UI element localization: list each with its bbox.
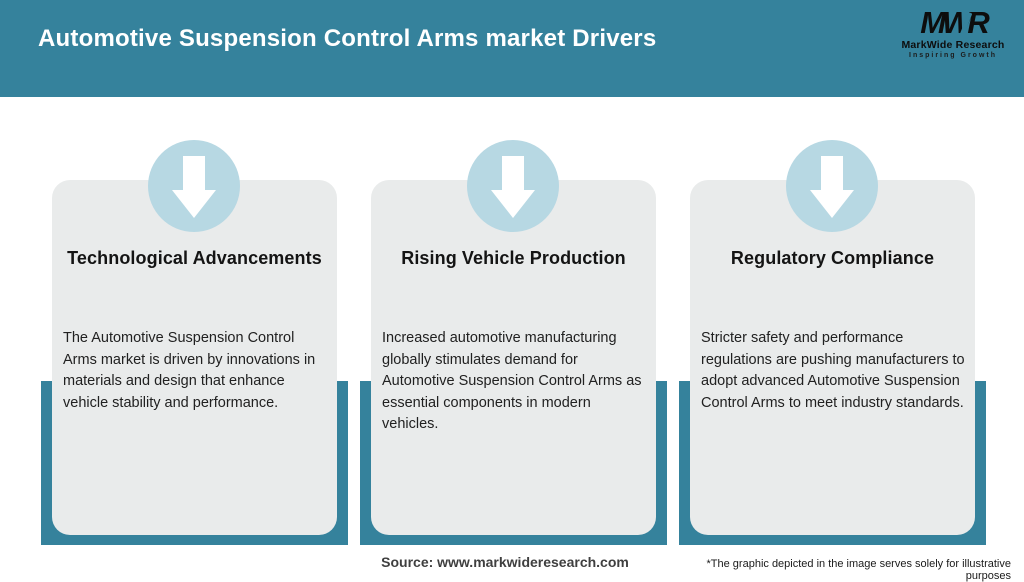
disclaimer-text: *The graphic depicted in the image serve… <box>706 558 1011 582</box>
logo-monogram-text: MWR <box>920 5 990 40</box>
driver-card: Technological Advancements The Automotiv… <box>52 180 337 535</box>
card-icon-circle <box>148 140 240 232</box>
markwide-research-logo: MWR MarkWide Research Inspiring Growth <box>898 5 1008 59</box>
logo-company-name: MarkWide Research <box>901 39 1005 51</box>
card-body-text: The Automotive Suspension Control Arms m… <box>63 330 316 411</box>
arrow-head <box>491 190 535 218</box>
arrow-down-icon <box>810 156 854 218</box>
arrow-head <box>810 190 854 218</box>
page-title: Automotive Suspension Control Arms marke… <box>38 25 657 52</box>
driver-card: Regulatory Compliance Stricter safety an… <box>690 180 975 535</box>
card-icon-circle <box>467 140 559 232</box>
header-banner: Automotive Suspension Control Arms marke… <box>0 0 1024 97</box>
arrow-down-icon <box>491 156 535 218</box>
logo-monogram: MWR <box>920 5 990 40</box>
source-text: Source: www.markwideresearch.com <box>381 554 629 570</box>
arrow-shaft <box>502 156 524 190</box>
card-body-text: Stricter safety and performance regulati… <box>701 330 965 411</box>
logo-tagline: Inspiring Growth <box>909 52 997 59</box>
arrow-head <box>172 190 216 218</box>
card-body-text: Increased automotive manufacturing globa… <box>382 330 642 432</box>
driver-card: Rising Vehicle Production Increased auto… <box>371 180 656 535</box>
card-title: Rising Vehicle Production <box>401 248 626 268</box>
arrow-shaft <box>183 156 205 190</box>
arrow-down-icon <box>172 156 216 218</box>
card-title: Technological Advancements <box>67 248 322 268</box>
arrow-shaft <box>821 156 843 190</box>
card-icon-circle <box>786 140 878 232</box>
card-title: Regulatory Compliance <box>730 248 935 268</box>
